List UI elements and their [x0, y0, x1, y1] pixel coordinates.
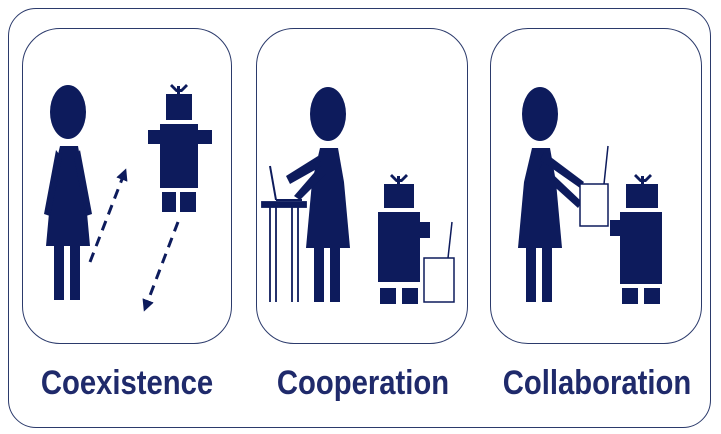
standing-desk-icon [261, 201, 307, 302]
cooperation-label: Cooperation [276, 364, 450, 402]
coexistence-label: Coexistence [40, 364, 214, 402]
robot-figure-icon [148, 84, 212, 212]
robot-figure-icon [378, 174, 430, 304]
collaboration-label: Collaboration [502, 364, 692, 402]
laptop-icon [269, 165, 302, 201]
human-figure-icon [518, 87, 584, 302]
box-icon [423, 221, 455, 303]
dashed-arrow-icon [88, 168, 180, 312]
diagram-frame [8, 8, 711, 428]
human-figure-icon [44, 85, 92, 300]
human-figure-icon [286, 87, 350, 302]
box-icon [579, 145, 609, 227]
robot-figure-icon [610, 174, 662, 304]
